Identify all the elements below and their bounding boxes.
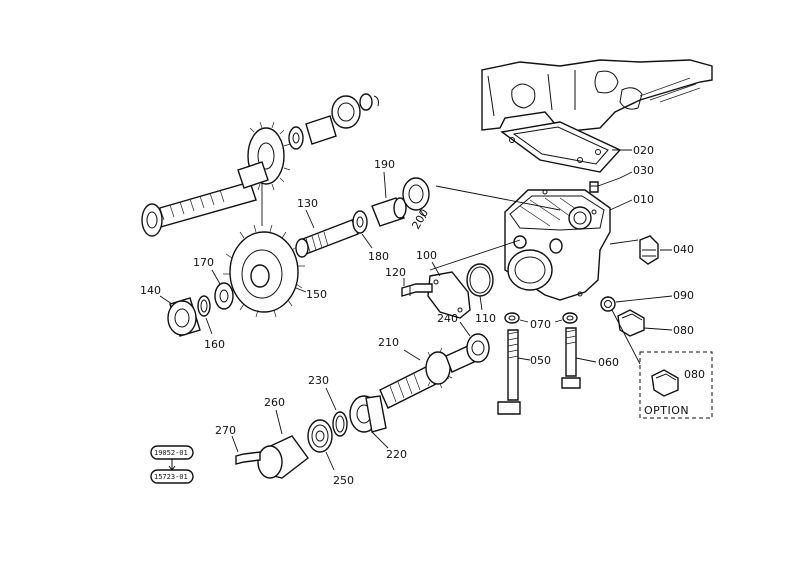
- bearing-240: [459, 321, 490, 363]
- gear-150: [223, 224, 307, 318]
- cover-100: [427, 239, 521, 319]
- snap-ring-160: [197, 295, 213, 335]
- label-080: 080: [673, 324, 694, 337]
- plug-080: [617, 309, 673, 337]
- stud-060: [561, 327, 597, 389]
- gasket-020: [500, 121, 632, 173]
- legend-code-top: 19052-01: [154, 449, 188, 457]
- label-200: 200: [409, 207, 431, 232]
- bolt-270: [231, 435, 261, 465]
- part-labels: 020 030 010 040 090 080 080 OPTION 070 0…: [140, 144, 705, 487]
- o-ring-110: [466, 263, 494, 311]
- pinion-shaft-210: [379, 345, 475, 409]
- collar-170: [211, 269, 234, 310]
- label-020: 020: [633, 144, 654, 157]
- label-050: 050: [530, 354, 551, 367]
- label-170: 170: [193, 256, 214, 269]
- label-270: 270: [215, 424, 236, 437]
- label-030: 030: [633, 164, 654, 177]
- label-060: 060: [598, 356, 619, 369]
- label-010: 010: [633, 193, 654, 206]
- legend-code-bottom: 15723-01: [154, 473, 188, 481]
- label-090: 090: [673, 289, 694, 302]
- snap-ring-230: [325, 387, 348, 437]
- bushing-190: [371, 171, 407, 227]
- shaft-130: [295, 209, 359, 258]
- washer-090: [600, 295, 673, 312]
- bolt-040: [609, 235, 672, 265]
- label-130: 130: [297, 197, 318, 210]
- shaft-assembly-top: [141, 93, 379, 237]
- label-160: 160: [204, 338, 225, 351]
- label-070: 070: [530, 318, 551, 331]
- washer-070: [504, 312, 578, 324]
- label-110: 110: [475, 312, 496, 325]
- label-220: 220: [386, 448, 407, 461]
- option-box: [611, 309, 713, 419]
- bearing-220: [349, 395, 389, 449]
- bearing-140: [159, 295, 201, 337]
- cap-260: [257, 409, 309, 479]
- label-040: 040: [673, 243, 694, 256]
- label-230: 230: [308, 374, 329, 387]
- label-260: 260: [264, 396, 285, 409]
- label-250: 250: [333, 474, 354, 487]
- label-190: 190: [374, 158, 395, 171]
- collar-180: [352, 210, 373, 249]
- label-100: 100: [416, 249, 437, 262]
- label-210: 210: [378, 336, 399, 349]
- option-label: OPTION: [644, 404, 689, 417]
- engine-block: [481, 59, 713, 133]
- stud-050: [497, 329, 531, 415]
- bearing-200: [402, 177, 430, 219]
- label-140: 140: [140, 284, 161, 297]
- legend-codes: 19052-01 15723-01: [150, 445, 194, 484]
- gear-case-010: [435, 185, 633, 301]
- label-150: 150: [306, 288, 327, 301]
- oil-seal-250: [307, 419, 335, 471]
- plug-030: [589, 171, 633, 193]
- label-080-option: 080: [684, 368, 705, 381]
- label-240: 240: [437, 312, 458, 325]
- label-180: 180: [368, 250, 389, 263]
- bolt-120: [401, 278, 433, 297]
- label-120: 120: [385, 266, 406, 279]
